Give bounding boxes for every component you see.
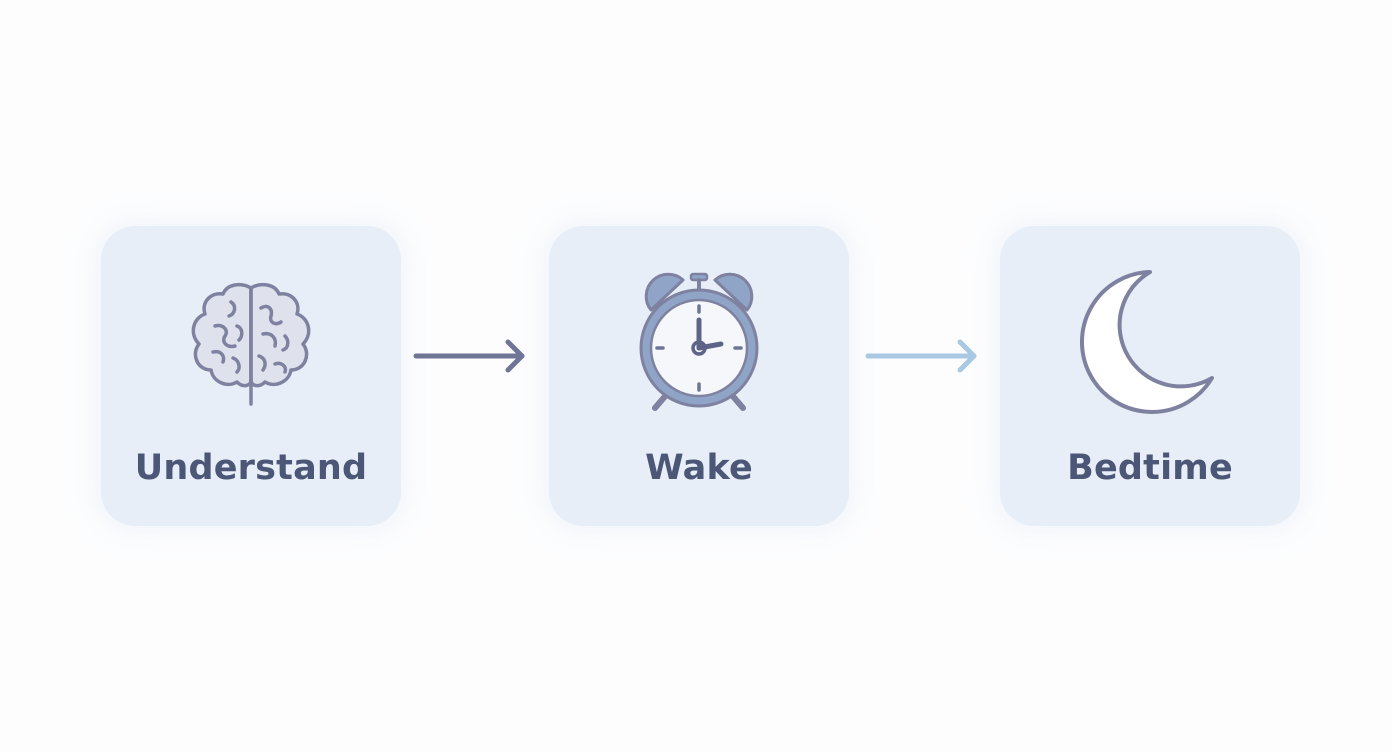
step-label-wake: Wake [645,448,753,488]
step-label-bedtime: Bedtime [1067,448,1233,488]
step-card-bedtime: Bedtime [1000,226,1300,526]
step-card-understand: Understand [101,226,401,526]
step-label-understand: Understand [134,448,368,488]
arrow-right-icon [410,336,530,376]
arrow-right-icon [862,336,982,376]
alarm-clock-icon [619,264,779,424]
step-card-wake: Wake [549,226,849,526]
brain-icon [171,264,331,424]
crescent-moon-icon [1070,264,1230,424]
